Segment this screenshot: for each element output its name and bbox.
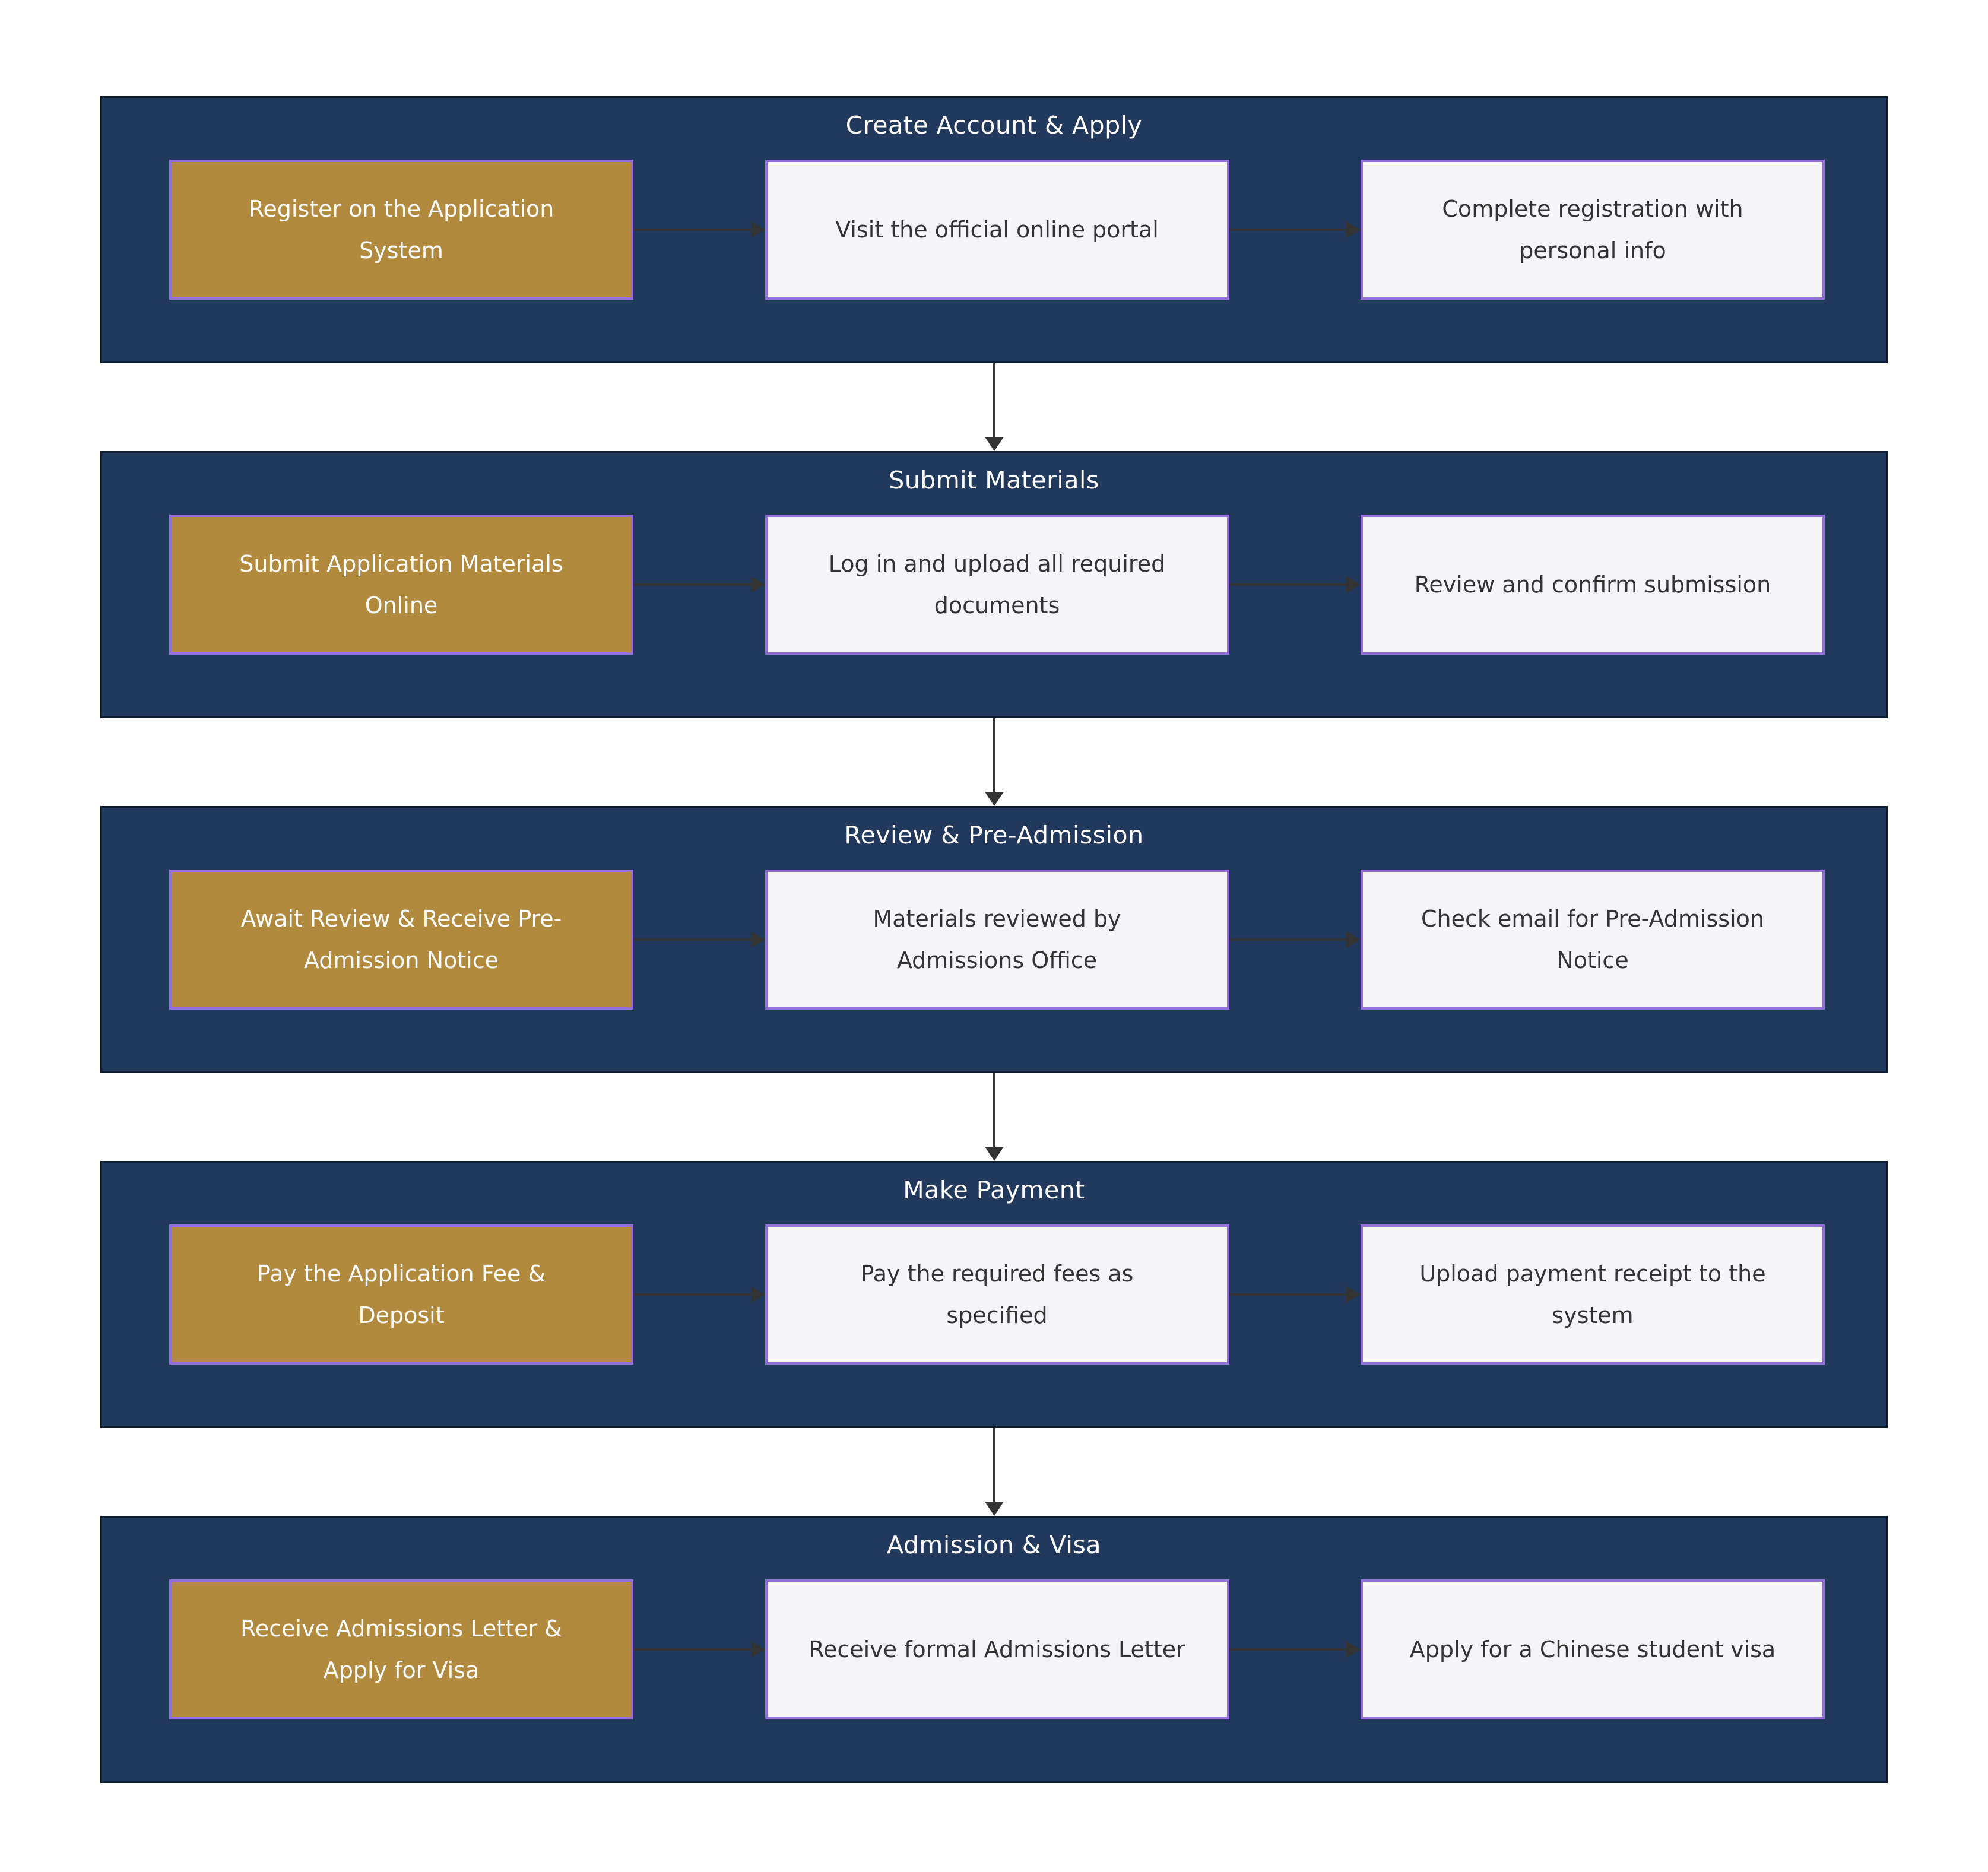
main-node-label: Pay the Application Fee & Deposit [256,1260,546,1328]
main-node: Receive Admissions Letter & Apply for Vi… [169,1579,633,1719]
step-node: Visit the official online portal [765,160,1229,300]
stage-title: Admission & Visa [887,1531,1101,1559]
main-node-label: Submit Application Materials Online [239,550,563,618]
arrow-right-icon [1229,1648,1347,1651]
stage-node-row: Receive Admissions Letter & Apply for Vi… [169,1579,1825,1719]
step-node: Upload payment receipt to the system [1361,1224,1825,1365]
stage-band-review-preadmission: Review & Pre-Admission Await Review & Re… [100,806,1888,1073]
stage-title: Create Account & Apply [845,111,1143,139]
stage-band-make-payment: Make Payment Pay the Application Fee & D… [100,1161,1888,1428]
step-node-label: Log in and upload all required documents [828,550,1166,618]
arrow-right-icon [633,583,752,586]
arrow-right-icon [633,938,752,941]
step-node: Check email for Pre-Admission Notice [1361,870,1825,1010]
step-node-label: Apply for a Chinese student visa [1409,1636,1776,1662]
stage-connector [100,363,1888,451]
stage-band-create-account: Create Account & Apply Register on the A… [100,96,1888,363]
arrow-right-icon [1229,229,1347,231]
main-node: Submit Application Materials Online [169,515,633,655]
step-node: Complete registration with personal info [1361,160,1825,300]
step-node: Review and confirm submission [1361,515,1825,655]
step-node: Receive formal Admissions Letter [765,1579,1229,1719]
application-flowchart: Create Account & Apply Register on the A… [100,96,1888,1783]
arrow-down-icon [993,363,995,438]
main-node: Pay the Application Fee & Deposit [169,1224,633,1365]
stage-node-row: Submit Application Materials Online Log … [169,515,1825,655]
arrow-right-icon [1229,583,1347,586]
step-node: Apply for a Chinese student visa [1361,1579,1825,1719]
step-node-label: Receive formal Admissions Letter [808,1636,1185,1662]
stage-band-submit-materials: Submit Materials Submit Application Mate… [100,451,1888,718]
step-node: Pay the required fees as specified [765,1224,1229,1365]
main-node: Await Review & Receive Pre-Admission Not… [169,870,633,1010]
stage-title: Submit Materials [889,466,1099,494]
main-node-label: Receive Admissions Letter & Apply for Vi… [240,1615,562,1683]
main-node: Register on the Application System [169,160,633,300]
stage-node-row: Register on the Application System Visit… [169,160,1825,300]
arrow-right-icon [633,1293,752,1296]
stage-band-admission-visa: Admission & Visa Receive Admissions Lett… [100,1516,1888,1783]
stage-title: Review & Pre-Admission [844,821,1144,849]
arrow-down-icon [993,1428,995,1503]
stage-node-row: Pay the Application Fee & Deposit Pay th… [169,1224,1825,1365]
arrow-right-icon [1229,1293,1347,1296]
stage-connector [100,1428,1888,1516]
stage-node-row: Await Review & Receive Pre-Admission Not… [169,870,1825,1010]
arrow-right-icon [633,1648,752,1651]
arrow-right-icon [1229,938,1347,941]
step-node-label: Materials reviewed by Admissions Office [873,905,1121,973]
step-node-label: Upload payment receipt to the system [1419,1260,1766,1328]
arrow-right-icon [633,229,752,231]
stage-connector [100,1073,1888,1161]
main-node-label: Await Review & Receive Pre-Admission Not… [240,905,562,973]
step-node: Materials reviewed by Admissions Office [765,870,1229,1010]
stage-title: Make Payment [903,1176,1085,1204]
step-node-label: Pay the required fees as specified [860,1260,1134,1328]
step-node: Log in and upload all required documents [765,515,1229,655]
arrow-down-icon [993,718,995,793]
stage-connector [100,718,1888,806]
step-node-label: Visit the official online portal [835,216,1159,243]
arrow-down-icon [993,1073,995,1148]
step-node-label: Review and confirm submission [1414,571,1771,598]
step-node-label: Complete registration with personal info [1442,195,1743,264]
step-node-label: Check email for Pre-Admission Notice [1421,905,1764,973]
main-node-label: Register on the Application System [248,195,554,264]
